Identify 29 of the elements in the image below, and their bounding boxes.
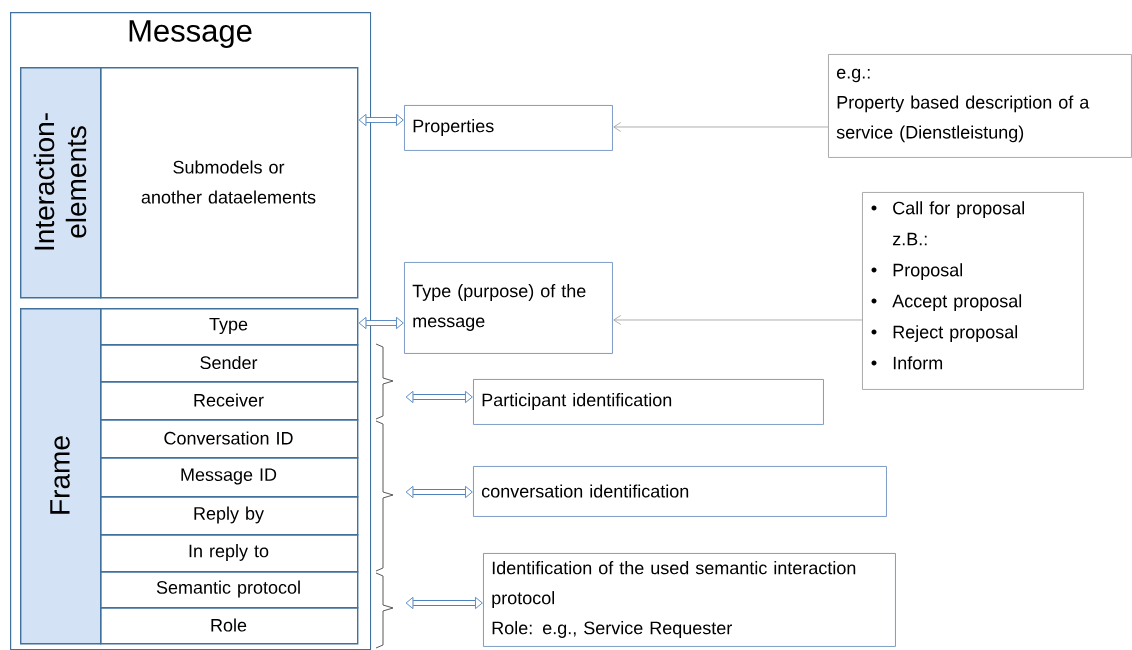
arrow [613, 122, 829, 132]
side-band: Interaction- elements [20, 67, 102, 299]
arrow [358, 316, 404, 330]
arrow [613, 315, 863, 325]
text-box: Identification of the used semantic interaction protocol Role: e.g., Service Requester [483, 553, 896, 647]
brace [375, 572, 394, 649]
field-row: Semantic protocol [100, 571, 359, 609]
field-row: Role [100, 607, 359, 645]
brace [375, 343, 394, 420]
field-row: Reply by [100, 496, 359, 536]
arrow [405, 596, 483, 610]
text-box: Participant identification [473, 379, 824, 425]
brace [375, 420, 394, 572]
text-box: conversation identification [473, 466, 887, 517]
field-row: In reply to [100, 534, 359, 573]
content-box: Submodels or another dataelements [100, 67, 359, 299]
field-row: Type [100, 308, 359, 346]
field-row: Conversation ID [100, 419, 359, 459]
text-box: Properties [404, 105, 613, 151]
field-row: Receiver [100, 381, 359, 421]
side-band: Frame [20, 308, 102, 645]
field-row: Message ID [100, 457, 359, 498]
arrow [405, 390, 473, 404]
text-box: Type (purpose) of the message [404, 262, 613, 354]
field-row: Sender [100, 344, 359, 383]
note-box: e.g.: Property based description of a service (Dienstleistung) [828, 54, 1132, 158]
arrow [405, 485, 473, 499]
arrow [358, 113, 404, 127]
note-box: Call for proposal z.B.: Proposal Accept proposal Reject proposal Inform [862, 192, 1084, 390]
